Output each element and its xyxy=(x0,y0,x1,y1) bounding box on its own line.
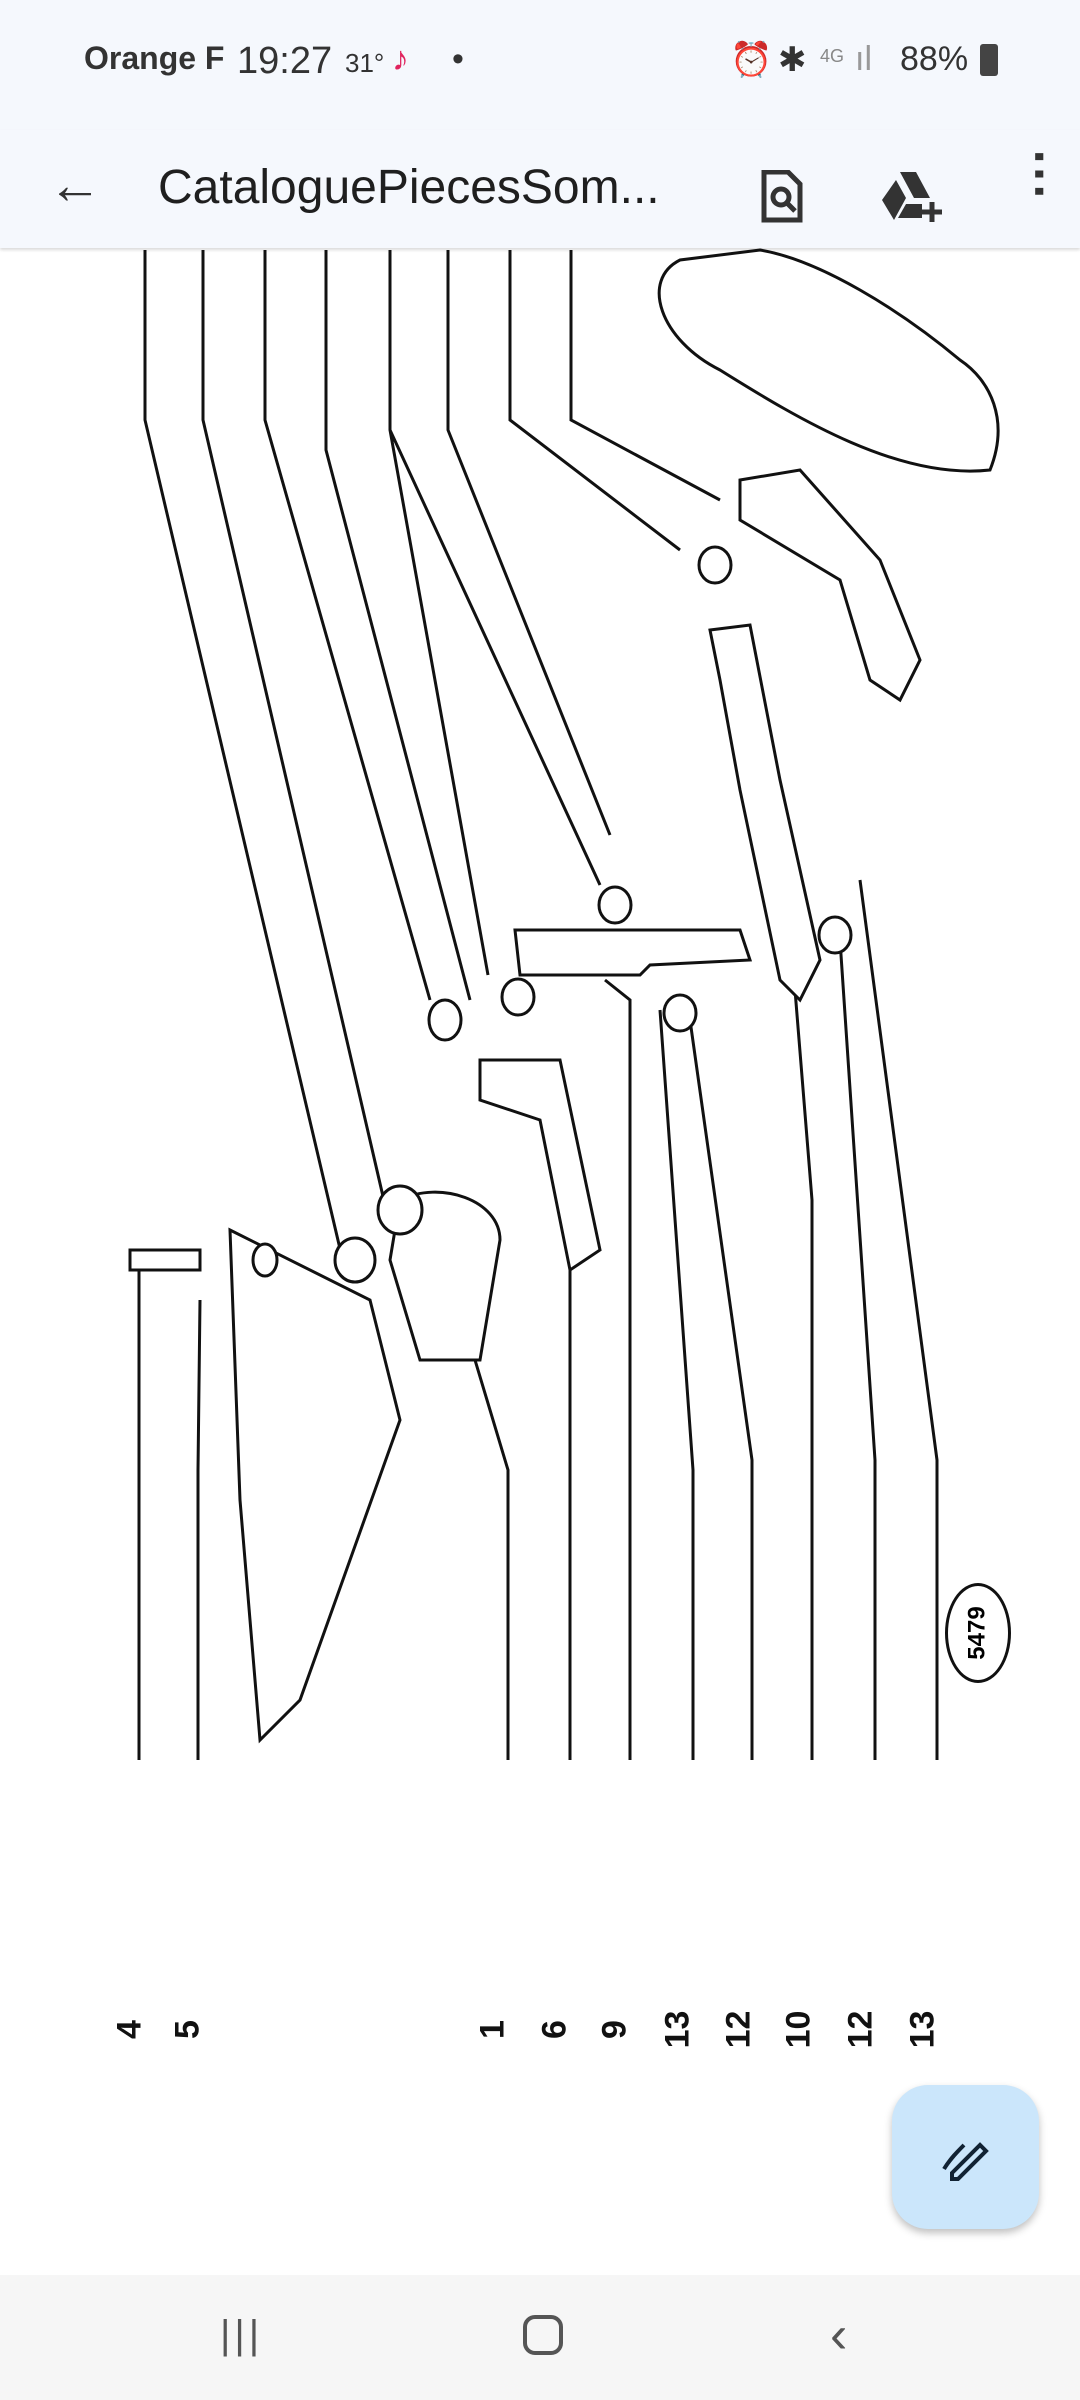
battery-percent: 88% xyxy=(900,40,969,78)
exploded-view-drawing xyxy=(128,248,1000,1760)
part-label-12b: 12 xyxy=(841,2010,880,2049)
leader-lines xyxy=(137,250,939,1760)
figure-number: 5479 xyxy=(963,1606,991,1660)
part-label-5: 5 xyxy=(168,2020,207,2039)
document-title: CataloguePiecesSom... xyxy=(158,161,660,214)
search-document-icon[interactable] xyxy=(760,170,804,224)
pen-edit-icon xyxy=(941,2142,989,2181)
recent-apps-button[interactable]: ||| xyxy=(220,2313,264,2357)
drive-add-icon[interactable] xyxy=(880,170,944,224)
back-button[interactable]: ‹ xyxy=(830,2306,848,2364)
dot-icon: • xyxy=(452,40,464,78)
figure-number-badge: 5479 xyxy=(945,1583,1011,1683)
carrier-label: Orange F xyxy=(84,40,225,76)
part-label-9: 9 xyxy=(595,2020,634,2039)
tiktok-icon: ♪ xyxy=(392,40,409,78)
part-label-4: 4 xyxy=(110,2020,149,2039)
app-bar: ← CataloguePiecesSom... ⋯ xyxy=(0,130,1080,248)
part-label-13b: 13 xyxy=(903,2010,942,2049)
clock: 19:27 xyxy=(237,40,333,82)
edit-button[interactable] xyxy=(892,2085,1039,2229)
parts-diagram: 4 5 1 6 9 13 12 10 12 13 5479 xyxy=(0,248,1080,2275)
home-button[interactable] xyxy=(523,2315,563,2355)
bluetooth-icon: ✱ xyxy=(778,41,807,79)
alarm-icon: ⏰ xyxy=(730,41,773,79)
back-arrow-icon[interactable]: ← xyxy=(48,155,102,215)
status-bar: Orange F 19:27 31° ♪ • ⏰ ✱ 4G ıl 88% xyxy=(0,0,1080,130)
battery-icon xyxy=(980,44,998,76)
part-label-13: 13 xyxy=(658,2010,697,2049)
signal-icon: ıl xyxy=(855,40,872,78)
temperature: 31° xyxy=(345,48,385,78)
network-type: 4G xyxy=(820,46,845,66)
navigation-bar: ||| ‹ xyxy=(0,2275,1080,2400)
part-label-6: 6 xyxy=(535,2020,574,2039)
part-shapes xyxy=(128,248,1000,1744)
part-label-12: 12 xyxy=(719,2010,758,2049)
part-label-1: 1 xyxy=(473,2020,512,2039)
part-label-10: 10 xyxy=(779,2010,818,2049)
more-options-icon[interactable]: ⋯ xyxy=(1011,148,1069,200)
